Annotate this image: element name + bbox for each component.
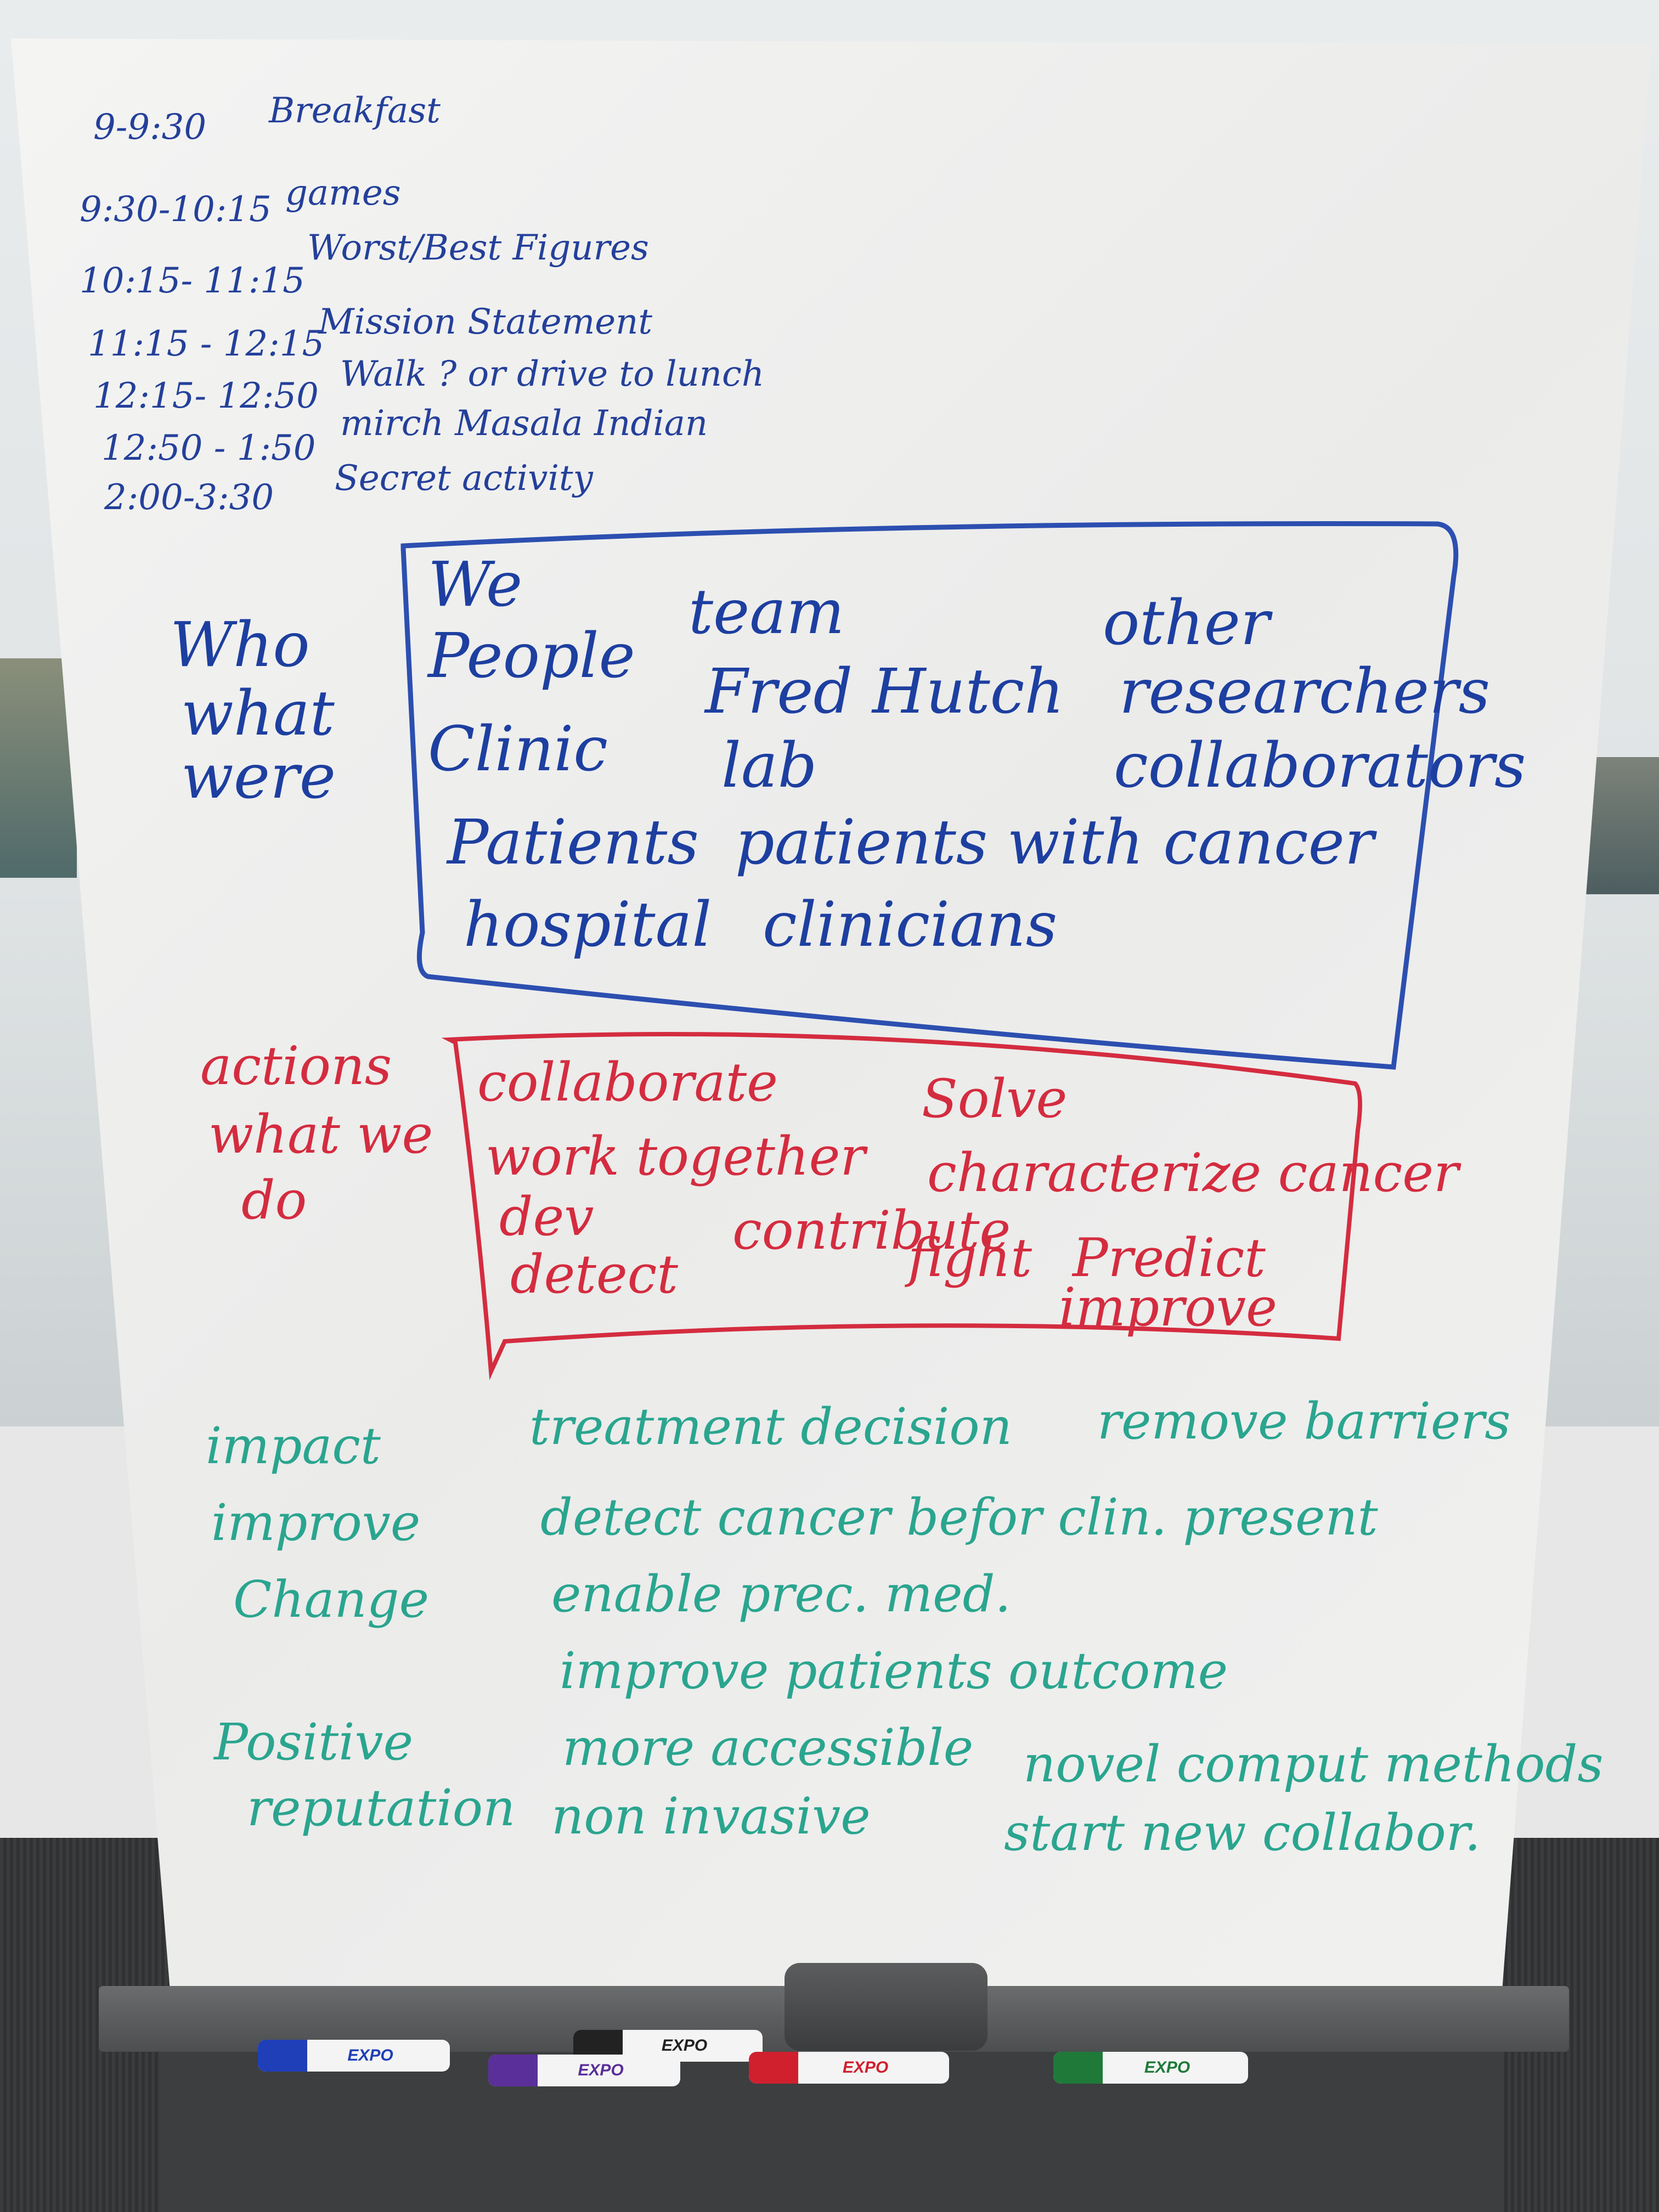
who-word: other — [1103, 588, 1270, 659]
impact-item: enable prec. med. — [551, 1565, 1011, 1623]
schedule-time: 12:50 - 1:50 — [101, 428, 316, 469]
impact-item: novel comput methods — [1023, 1735, 1604, 1793]
who-word: lab — [721, 730, 817, 802]
who-word: patients with cancer — [735, 807, 1374, 878]
marker-cap — [749, 2052, 798, 2084]
who-word: Clinic — [428, 714, 608, 785]
actions-label: what we — [208, 1104, 433, 1165]
impact-label: Positive — [214, 1713, 414, 1771]
schedule-item: Breakfast — [269, 91, 441, 131]
action-word: Solve — [922, 1068, 1068, 1130]
who-label: what — [181, 678, 335, 749]
impact-item: improve patients outcome — [560, 1641, 1228, 1700]
schedule-item: mirch Masala Indian — [340, 403, 708, 444]
schedule-time: 9-9:30 — [93, 107, 207, 148]
actions-label: actions — [200, 1035, 392, 1097]
schedule-time: 10:15- 11:15 — [80, 261, 305, 301]
impact-item: remove barriers — [1097, 1392, 1511, 1451]
action-word: detect — [510, 1244, 678, 1305]
schedule-item: Worst/Best Figures — [307, 228, 649, 268]
action-word: work together — [486, 1126, 866, 1187]
action-word: characterize cancer — [927, 1142, 1459, 1204]
marker-cap — [258, 2040, 307, 2072]
marker-cap — [488, 2055, 538, 2086]
schedule-item: games — [285, 173, 401, 213]
action-word: collaborate — [477, 1052, 778, 1113]
schedule-time: 9:30-10:15 — [80, 189, 272, 230]
impact-label: Change — [233, 1570, 430, 1629]
marker-brand: EXPO — [842, 2058, 889, 2076]
marker-cap — [1053, 2052, 1103, 2084]
marker-brand: EXPO — [347, 2046, 393, 2064]
schedule-time: 12:15- 12:50 — [93, 376, 319, 416]
action-word: improve — [1059, 1277, 1277, 1338]
action-word: fight — [908, 1227, 1032, 1289]
who-word: We — [428, 549, 523, 620]
who-label: Who — [170, 610, 310, 681]
impact-item: treatment decision — [529, 1397, 1012, 1456]
action-word: Predict — [1073, 1227, 1266, 1289]
who-word: Fred Hutch — [705, 656, 1064, 727]
impact-label: impact — [206, 1417, 381, 1475]
impact-item: more accessible — [562, 1718, 974, 1777]
whiteboard-eraser[interactable] — [785, 1963, 988, 2051]
schedule-item: Mission Statement — [318, 302, 653, 342]
who-word: team — [689, 577, 845, 648]
who-word: People — [428, 620, 635, 692]
impact-item: start new collabor. — [1004, 1803, 1481, 1862]
schedule-item: Walk ? or drive to lunch — [340, 354, 765, 394]
who-word: collaborators — [1114, 730, 1526, 802]
schedule-item: Secret activity — [335, 458, 593, 499]
schedule-time: 2:00-3:30 — [104, 477, 274, 518]
purple-marker[interactable]: EXPO — [488, 2055, 680, 2086]
who-label: were — [181, 741, 336, 812]
who-word: clinicians — [763, 889, 1058, 961]
impact-label: reputation — [247, 1779, 516, 1837]
impact-item: non invasive — [551, 1787, 871, 1846]
schedule-time: 11:15 - 12:15 — [88, 324, 325, 364]
marker-brand: EXPO — [578, 2061, 624, 2079]
action-word: contribute — [732, 1200, 1011, 1261]
who-word: Patients — [447, 807, 699, 878]
actions-label: do — [241, 1170, 307, 1231]
marker-brand: EXPO — [661, 2036, 708, 2055]
marker-brand: EXPO — [1144, 2058, 1190, 2076]
who-word: researchers — [1119, 656, 1491, 727]
red-marker[interactable]: EXPO — [749, 2052, 949, 2084]
blue-marker[interactable]: EXPO — [258, 2040, 450, 2072]
impact-item: detect cancer befor clin. present — [540, 1488, 1378, 1547]
city-view-left — [0, 658, 77, 878]
green-marker[interactable]: EXPO — [1053, 2052, 1248, 2084]
who-word: hospital — [464, 889, 712, 961]
action-word: dev — [499, 1186, 594, 1248]
impact-label: improve — [211, 1493, 421, 1552]
